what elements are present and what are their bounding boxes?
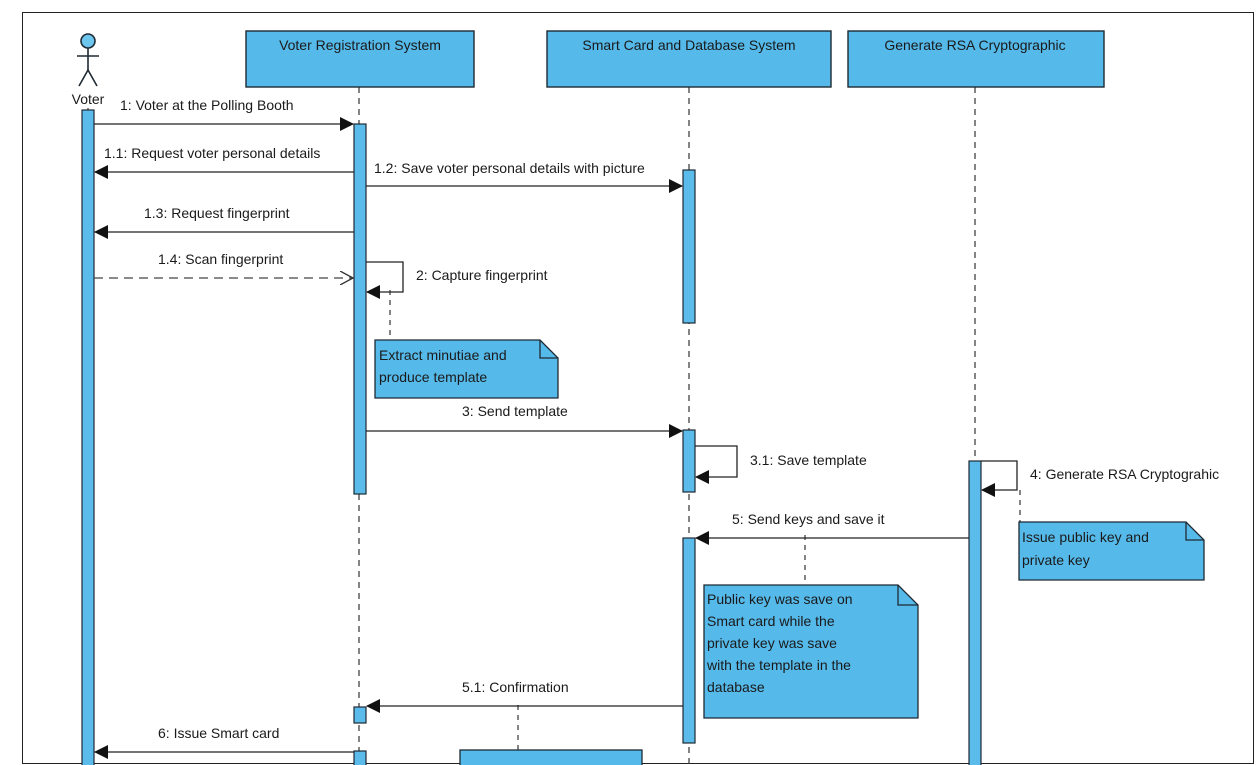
lifeline-title-scdb: Smart Card and Database System (582, 37, 795, 53)
diagram-frame (22, 12, 1254, 764)
activation-scdb-1 (682, 169, 696, 324)
note-extract-minutiae[interactable]: Extract minutiae and produce template (374, 339, 559, 399)
message-6-label: 6: Issue Smart card (158, 725, 279, 741)
message-3-1-label: 3.1: Save template (750, 452, 867, 468)
note-public-key[interactable]: Public key was save on Smart card while … (703, 584, 919, 719)
lifeline-header-scdb[interactable]: Smart Card and Database System (546, 30, 832, 88)
note-keys-line-2: private key (1022, 552, 1090, 568)
note-extract-line-2: produce template (379, 369, 487, 385)
activation-scdb-2 (682, 429, 696, 493)
message-1-label: 1: Voter at the Polling Booth (120, 97, 294, 113)
activation-rsa (968, 460, 982, 765)
message-4-arrow[interactable] (981, 460, 1018, 497)
activation-scdb-3 (682, 537, 696, 744)
note-issue-keys[interactable]: Issue public key and private key (1018, 521, 1205, 581)
note-public-line-1: Public key was save on (707, 591, 853, 607)
message-5-1-label: 5.1: Confirmation (462, 679, 569, 695)
actor-label: Voter (72, 91, 105, 107)
note-public-line-5: database (707, 679, 765, 695)
message-2-label: 2: Capture fingerprint (416, 267, 548, 283)
note-public-line-4: with the template in the (706, 657, 851, 673)
message-1-4-label: 1.4: Scan fingerprint (158, 251, 283, 267)
activation-voter (81, 109, 95, 765)
lifeline-header-vrs[interactable]: Voter Registration System (245, 30, 475, 88)
note-partial-bottom (459, 749, 643, 765)
message-1-3-label: 1.3: Request fingerprint (144, 205, 290, 221)
activation-vrs-2 (353, 706, 367, 724)
note-public-line-2: Smart card while the (707, 613, 835, 629)
activation-vrs-3 (353, 750, 367, 765)
lifeline-title-vrs: Voter Registration System (279, 37, 441, 53)
voter-actor-icon (77, 33, 99, 87)
lifeline-title-rsa: Generate RSA Cryptographic (884, 37, 1065, 53)
lifeline-header-rsa[interactable]: Generate RSA Cryptographic (847, 30, 1105, 88)
message-4-label: 4: Generate RSA Cryptograhic (1030, 466, 1219, 482)
note-public-line-3: private key was save (707, 635, 837, 651)
activation-vrs-1 (353, 123, 367, 495)
note-keys-line-1: Issue public key and (1022, 529, 1149, 545)
message-1-1-label: 1.1: Request voter personal details (104, 145, 320, 161)
message-2-arrow[interactable] (366, 261, 404, 299)
message-3-label: 3: Send template (462, 403, 568, 419)
message-5-label: 5: Send keys and save it (732, 511, 885, 527)
message-1-2-label: 1.2: Save voter personal details with pi… (374, 160, 645, 176)
message-3-1-arrow[interactable] (695, 445, 738, 484)
note-extract-line-1: Extract minutiae and (379, 347, 507, 363)
